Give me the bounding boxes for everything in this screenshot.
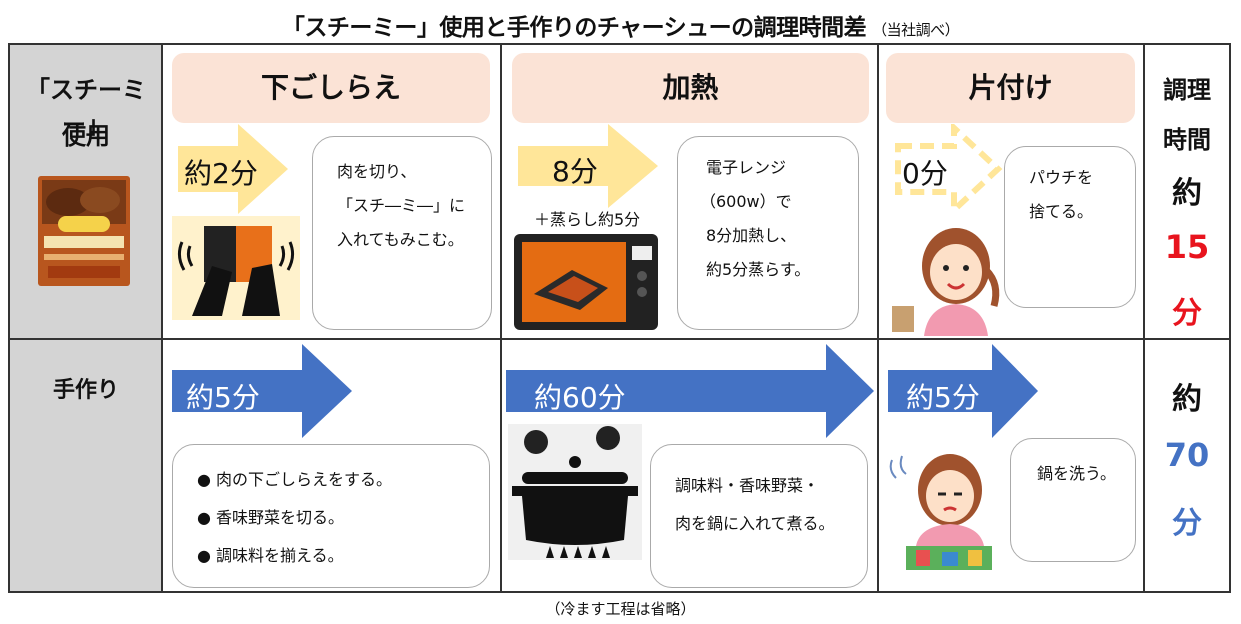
footnote: （冷ます工程は省略） [545, 600, 696, 618]
note-line: 約5分蒸らす。 [706, 260, 811, 279]
divider [500, 43, 502, 593]
total-steamy-value: 15 [1164, 228, 1210, 266]
product-package-image [38, 176, 130, 286]
step-note: 肉を切り、 「スチ―ミ―」に 入れてもみこむ。 [312, 136, 492, 330]
note-line: 8分加熱し、 [706, 226, 797, 245]
time-arrow-dashed [894, 121, 1004, 218]
phase-header-heat: 加熱 [512, 53, 869, 123]
woman-tired-icon [886, 446, 1004, 578]
total-header-1: 調理 [1163, 76, 1211, 104]
total-handmade-value: 70 [1164, 436, 1210, 474]
step-note: ● 肉の下ごしらえをする。 ● 香味野菜を切る。 ● 調味料を揃える。 [172, 444, 490, 588]
woman-smiling-icon [884, 214, 1016, 340]
time-sublabel: ＋蒸らし約5分 [534, 210, 641, 229]
divider [8, 338, 1231, 340]
row-label-steamy-1: 「スチーミー」 [26, 76, 146, 139]
microwave-icon [512, 232, 660, 340]
note-line: 「スチ―ミ―」に [337, 196, 466, 215]
kneading-hands-icon [172, 216, 300, 324]
note-line: 肉を切り、 [337, 162, 417, 181]
note-line: （600w）で [700, 192, 792, 211]
note-line: ● 肉の下ごしらえをする。 [197, 470, 393, 489]
row-header-handmade [10, 340, 162, 591]
time-label: 約5分 [186, 381, 260, 414]
divider [877, 43, 879, 593]
total-handmade-unit: 分 [1172, 506, 1202, 541]
page-title: 「スチーミー」使用と手作りのチャーシューの調理時間差 （当社調べ） [0, 8, 1241, 42]
total-prefix: 約 [1172, 382, 1202, 417]
time-label: 約60分 [534, 381, 626, 414]
divider [1143, 43, 1145, 593]
phase-header-prep: 下ごしらえ [172, 53, 490, 123]
row-label-handmade: 手作り [52, 378, 119, 403]
note-line: 電子レンジ [706, 158, 787, 177]
note-line: 調味料・香味野菜・ [675, 476, 820, 495]
phase-header-cleanup: 片付け [886, 53, 1135, 123]
total-prefix: 約 [1172, 176, 1202, 211]
note-line: 鍋を洗う。 [1037, 464, 1117, 483]
note-line: ● 香味野菜を切る。 [197, 508, 345, 527]
note-line: 捨てる。 [1029, 202, 1094, 221]
note-line: パウチを [1029, 168, 1094, 187]
time-arrow-blue [172, 344, 352, 442]
time-label: 約5分 [906, 381, 980, 414]
step-note: 電子レンジ （600w）で 8分加熱し、 約5分蒸らす。 [677, 136, 859, 330]
time-arrow-blue [506, 344, 874, 442]
note-line: 入れてもみこむ。 [337, 230, 464, 249]
note-line: ● 調味料を揃える。 [197, 546, 344, 565]
time-arrow-yellow [518, 124, 658, 212]
time-arrow-yellow [178, 124, 288, 218]
total-steamy-unit: 分 [1172, 296, 1202, 331]
time-label: 8分 [552, 155, 598, 188]
step-note: 調味料・香味野菜・ 肉を鍋に入れて煮る。 [650, 444, 868, 588]
pot-on-stove-icon [508, 424, 642, 564]
row-label-steamy-2: 使用 [62, 122, 110, 150]
total-header-2: 時間 [1163, 126, 1211, 154]
title-text: 「スチーミー」使用と手作りのチャーシューの調理時間差 [281, 15, 867, 41]
title-note: （当社調べ） [872, 21, 960, 39]
comparison-table [8, 43, 1231, 593]
time-arrow-blue [888, 344, 1038, 442]
step-note: 鍋を洗う。 [1010, 438, 1136, 562]
divider [161, 43, 163, 593]
step-note: パウチを 捨てる。 [1004, 146, 1136, 308]
time-label: 0分 [902, 157, 948, 190]
time-label: 約2分 [184, 157, 258, 190]
note-line: 肉を鍋に入れて煮る。 [675, 514, 835, 533]
